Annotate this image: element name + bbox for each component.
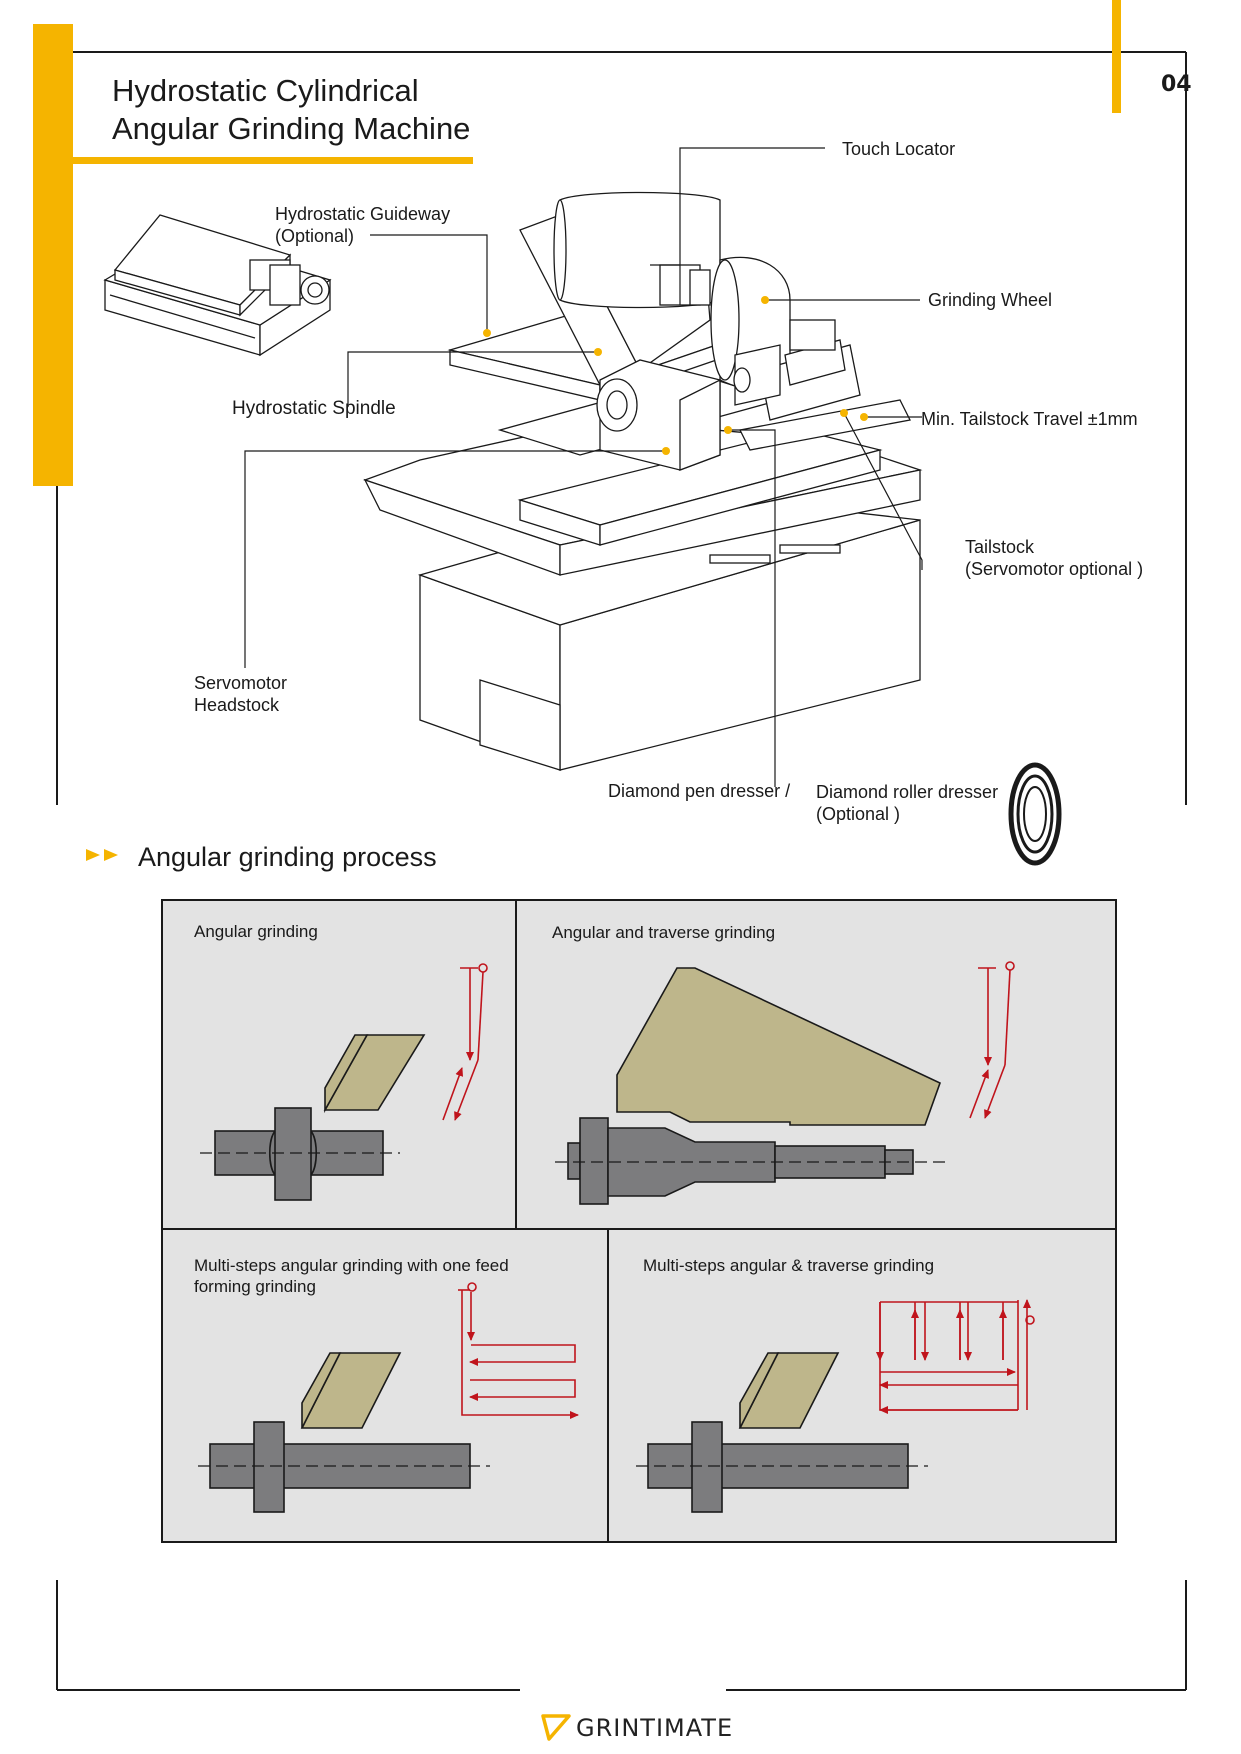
tailstock-line-2: (Servomotor optional ) <box>965 559 1144 579</box>
panel-3-wheel <box>300 1352 402 1429</box>
panel-4-wheel <box>738 1352 840 1429</box>
panel-3-title-line-2: forming grinding <box>194 1277 316 1296</box>
panel-4-feed-arrows <box>876 1299 1035 1414</box>
tailstock-line-1: Tailstock <box>965 537 1035 557</box>
brand-name: GRINTIMATE <box>576 1714 734 1742</box>
roller-dresser-icon <box>1008 762 1062 866</box>
panel-2-workpiece <box>555 1117 945 1205</box>
callout-servomotor-headstock: Servomotor Headstock <box>194 672 287 716</box>
callout-hydrostatic-spindle: Hydrostatic Spindle <box>232 398 396 419</box>
headstock-line-2: Headstock <box>194 695 280 715</box>
panel-1-feed-arrows <box>442 963 488 1121</box>
panel-4-title: Multi-steps angular & traverse grinding <box>643 1256 935 1275</box>
panel-4-workpiece <box>636 1421 928 1513</box>
page-number: 04 <box>1161 72 1192 97</box>
callout-tailstock: Tailstock (Servomotor optional ) <box>965 536 1143 580</box>
guideway-line-1: Hydrostatic Guideway <box>275 204 451 224</box>
machine-illustration <box>363 191 923 771</box>
panel-3-feed-arrows <box>458 1282 579 1419</box>
panel-2-wheel <box>616 967 941 1126</box>
brand-logo-icon <box>541 1714 571 1741</box>
panel-3-workpiece <box>198 1421 490 1513</box>
title-line-2: Angular Grinding Machine <box>112 111 471 146</box>
callout-hydrostatic-guideway: Hydrostatic Guideway (Optional) <box>275 203 450 247</box>
panel-1-workpiece <box>200 1107 400 1201</box>
process-diagram <box>161 899 1117 1543</box>
panel-3-title-line-1: Multi-steps angular grinding with one fe… <box>194 1256 509 1275</box>
page-title: Hydrostatic Cylindrical Angular Grinding… <box>112 72 470 148</box>
callout-grinding-wheel: Grinding Wheel <box>928 290 1053 310</box>
callout-lines <box>244 147 923 787</box>
panel-3-title: Multi-steps angular grinding with one fe… <box>194 1255 509 1297</box>
callout-diamond-roller-dresser: Diamond roller dresser (Optional ) <box>816 781 998 825</box>
section-heading: Angular grinding process <box>138 842 437 872</box>
title-line-1: Hydrostatic Cylindrical <box>112 73 419 108</box>
guideway-line-2: (Optional) <box>275 226 355 246</box>
headstock-line-1: Servomotor <box>194 673 288 693</box>
callout-tailstock-travel: Min. Tailstock Travel ±1mm <box>921 409 1138 429</box>
panel-2-feed-arrows <box>969 961 1015 1119</box>
roller-dresser-line-2: (Optional ) <box>816 804 901 824</box>
guideway-illustration <box>103 214 332 357</box>
callout-diamond-pen-dresser: Diamond pen dresser / <box>608 781 791 801</box>
callout-touch-locator: Touch Locator <box>842 139 956 159</box>
section-arrows-icon <box>86 849 118 861</box>
roller-dresser-line-1: Diamond roller dresser <box>816 782 999 802</box>
panel-1-title: Angular grinding <box>194 922 318 941</box>
panel-2-title: Angular and traverse grinding <box>552 923 776 942</box>
panel-1-wheel <box>323 1034 426 1114</box>
